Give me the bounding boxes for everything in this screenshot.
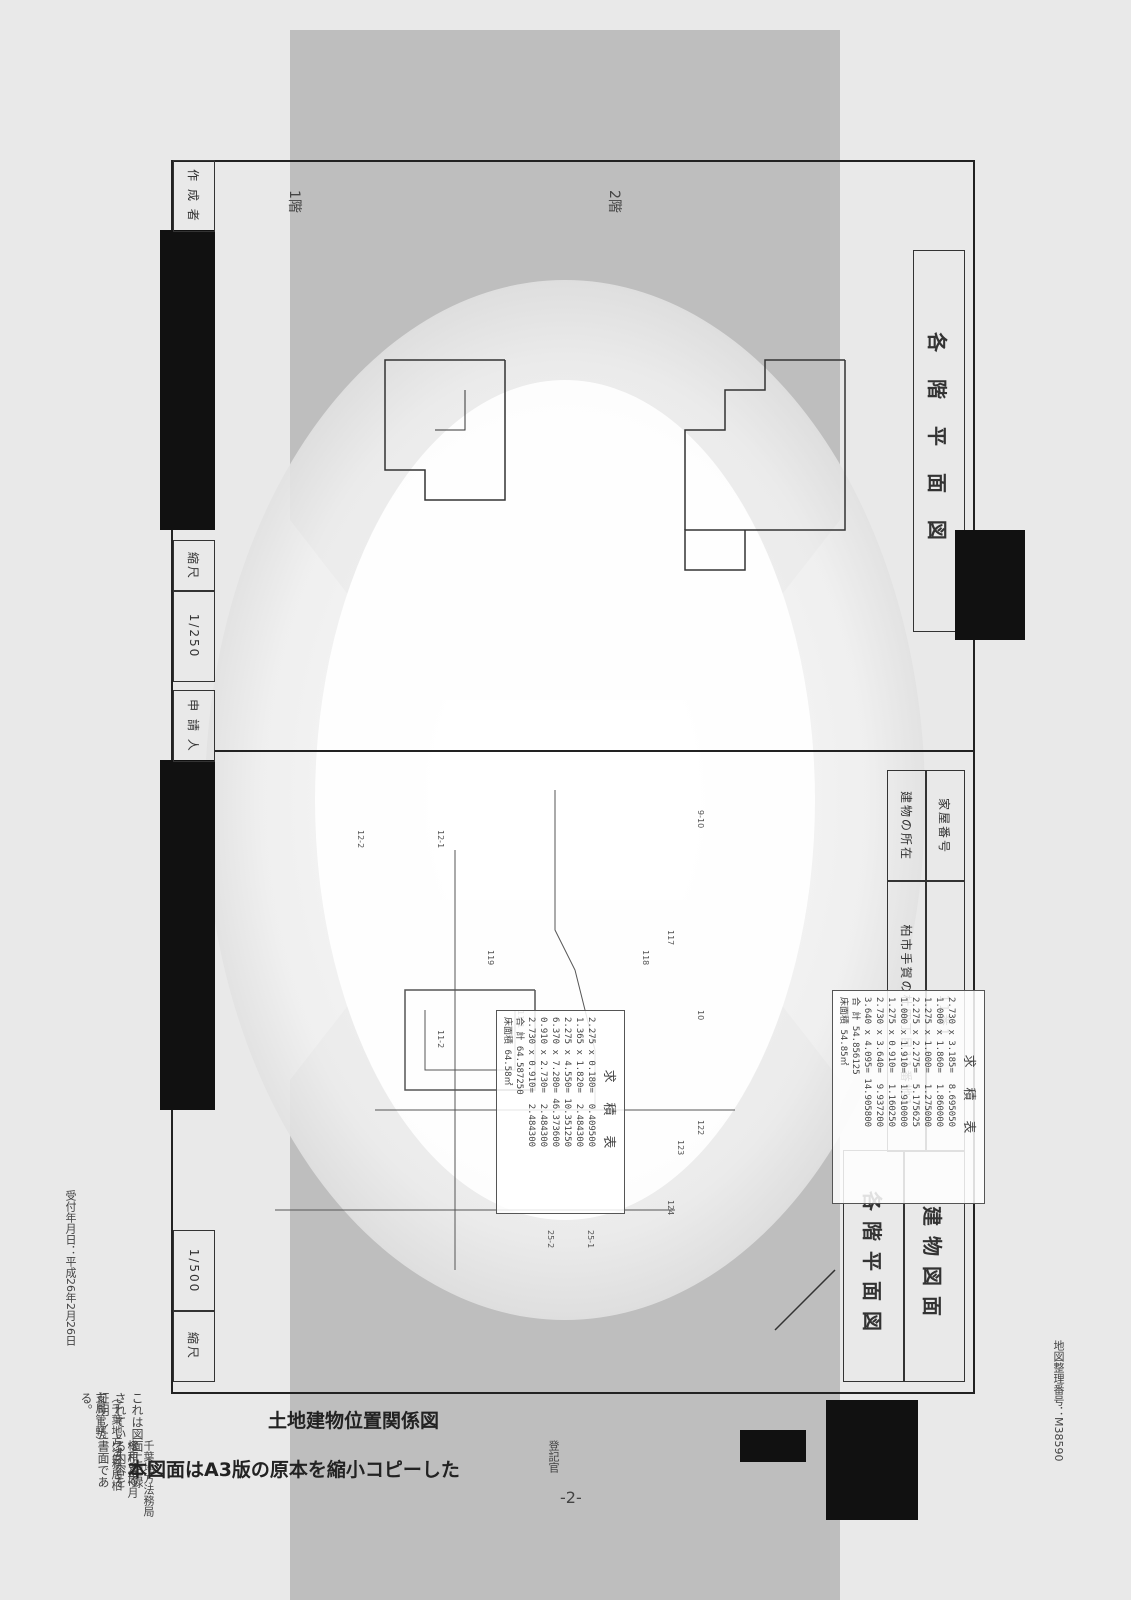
page-number: -2- (560, 1488, 582, 1507)
redaction-block (160, 230, 215, 530)
lot-label: 117 (666, 930, 675, 946)
area-row: 2.275 x 0.180= 0.409500 (586, 1017, 596, 1148)
certification-date: 令和8年2月17日 (110, 1440, 139, 1498)
lot-label: 124 (666, 1200, 675, 1216)
lot-label: 25-1 (586, 1230, 595, 1249)
lot-label: 118 (641, 950, 650, 966)
redaction-block (955, 530, 1025, 640)
location-label: 建物の所在 (887, 770, 927, 882)
copy-note: 本図面はA3版の原本を縮小コピーした (128, 1459, 460, 1481)
lot-label: 12-2 (356, 830, 365, 849)
lot-label: 119 (486, 950, 495, 966)
received-date: 受付年月日：平成26年2月26日 (64, 1190, 77, 1346)
area-row: 2.730 x 3.185= 8.695050 (946, 997, 956, 1128)
floor-area-value: 54.85㎡ (838, 1029, 848, 1066)
area-row: 2.275 x 2.275= 5.175625 (910, 997, 920, 1128)
area-table-floor-2: 求 積 表 2.730 x 3.185= 8.695050 1.000 x 1.… (832, 990, 985, 1204)
redaction-block (160, 760, 215, 1110)
lot-label: 123 (676, 1140, 685, 1156)
registrar-label: 登記官 (547, 1440, 560, 1473)
lot-label: 122 (696, 1120, 705, 1136)
area-total-label: 合 計 (514, 1017, 524, 1041)
area-table-heading: 求 積 表 (961, 1054, 976, 1140)
area-row: 2.730 x 0.910= 2.484300 (526, 1017, 536, 1148)
area-total-label: 合 計 (850, 997, 860, 1021)
lot-label: 25-2 (546, 1230, 555, 1249)
area-row: 1.000 x 1.910= 1.910000 (898, 997, 908, 1128)
lot-label: 9-10 (696, 810, 705, 829)
area-table-floor-1: 求 積 表 2.275 x 0.180= 0.409500 1.365 x 1.… (496, 1010, 625, 1214)
area-row: 1.275 x 1.000= 1.275000 (922, 997, 932, 1128)
lot-label: 12-1 (436, 830, 445, 849)
redaction-block (826, 1400, 918, 1520)
area-row: 6.370 x 7.280= 46.373600 (550, 1017, 560, 1148)
certificate-title: 土地建物位置関係図 (268, 1410, 440, 1432)
lot-label: 10 (696, 1010, 705, 1021)
area-row: 3.640 x 4.095= 14.905800 (862, 997, 872, 1128)
floor-area-value: 64.58㎡ (502, 1049, 512, 1086)
author-label: 作 成 者 (173, 160, 215, 232)
area-table-heading: 求 積 表 (601, 1069, 616, 1155)
half-divider (215, 750, 975, 752)
house-no-label: 家屋番号 (925, 770, 965, 882)
scale-floor-value: 1/250 (173, 590, 215, 682)
floor-plans-drawing (384, 359, 846, 571)
area-row: 1.275 x 0.910= 1.160250 (886, 997, 896, 1128)
area-row: 1.000 x 1.860= 1.860000 (934, 997, 944, 1128)
area-total-value: 64.587250 (514, 1045, 524, 1095)
map-number: 地図整理番号：M38590 (1052, 1340, 1065, 1462)
floor-area-label: 床面積 (502, 1017, 512, 1045)
certifying-office: 千葉地方法務局松戸支局 (126, 1440, 155, 1517)
floor-2-label: 2階 (606, 190, 622, 213)
redaction-block (740, 1430, 806, 1462)
floor-1-label: 1階 (286, 190, 302, 213)
scale-label-site: 縮尺 (173, 1310, 215, 1382)
area-row: 1.365 x 1.820= 2.484300 (574, 1017, 584, 1148)
drawing-sheet: 建物図面 各階平面図 家屋番号 11番1 建物の所在 柏市手賀の杜四丁目11番地… (125, 130, 1025, 1430)
scale-label-floor: 縮尺 (173, 540, 215, 592)
area-row: 2.730 x 3.640= 9.937200 (874, 997, 884, 1128)
floor-area-label: 床面積 (838, 997, 848, 1025)
area-row: 0.910 x 2.730= 2.484300 (538, 1017, 548, 1148)
lot-label: 11-2 (436, 1030, 445, 1049)
area-total-value: 54.856125 (850, 1025, 860, 1075)
certification-text: これは図面に記録されている内容を証明した書面である。 (79, 1392, 144, 1488)
scale-site-value: 1/500 (173, 1230, 215, 1312)
area-row: 2.275 x 4.550= 10.351250 (562, 1017, 572, 1148)
jurisdiction-text: （千葉地方法務局柏支局管轄） (94, 1392, 123, 1491)
applicant-label: 申 請 人 (173, 690, 215, 762)
